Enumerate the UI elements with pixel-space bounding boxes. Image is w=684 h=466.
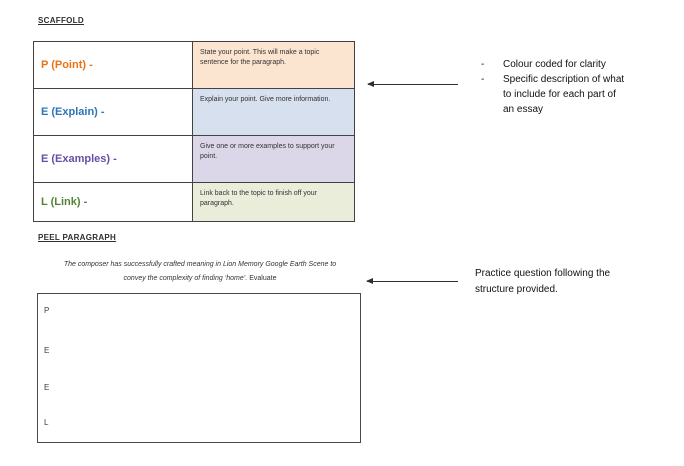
question-evaluate-word: Evaluate [249, 275, 277, 282]
dash-bullet: - [481, 59, 485, 70]
explain-label-cell: E (Explain) - [34, 89, 193, 135]
table-row-link: L (Link) - Link back to the topic to fin… [34, 183, 354, 221]
peel-answer-box: P E E L [37, 293, 361, 443]
explain-description-cell: Explain your point. Give more informatio… [193, 89, 354, 135]
arrowhead-icon [367, 81, 374, 87]
question-line-1: The composer has successfully crafted me… [63, 261, 337, 268]
annotation-text: Colour coded for clarity [503, 59, 606, 70]
link-label-cell: L (Link) - [34, 183, 193, 221]
box-letter-e2: E [44, 383, 50, 392]
question-line-2: convey the complexity of finding ‘home’. [123, 275, 248, 282]
table-row-examples: E (Examples) - Give one or more examples… [34, 136, 354, 183]
annotation-text: Specific description of what to include … [503, 74, 625, 115]
link-description-cell: Link back to the topic to finish off you… [193, 183, 354, 221]
box-letter-p: P [44, 306, 50, 315]
scaffold-table: P (Point) - State your point. This will … [33, 41, 355, 222]
peel-paragraph-heading: PEEL PARAGRAPH [38, 233, 117, 242]
examples-description-cell: Give one or more examples to support you… [193, 136, 354, 182]
arrowhead-icon [366, 278, 373, 284]
practice-question: The composer has successfully crafted me… [30, 258, 370, 286]
question-annotation: Practice question following the structur… [475, 268, 611, 295]
point-description-cell: State your point. This will make a topic… [193, 42, 354, 88]
table-row-point: P (Point) - State your point. This will … [34, 42, 354, 89]
dash-bullet: - [481, 74, 485, 85]
list-item: - Colour coded for clarity [481, 57, 625, 72]
examples-label-cell: E (Examples) - [34, 136, 193, 182]
left-arrow-icon [367, 81, 458, 87]
box-letter-l: L [44, 418, 49, 427]
table-row-explain: E (Explain) - Explain your point. Give m… [34, 89, 354, 136]
point-label-cell: P (Point) - [34, 42, 193, 88]
scaffold-annotation-list: - Colour coded for clarity - Specific de… [481, 57, 625, 117]
left-arrow-icon [366, 278, 458, 284]
box-letter-e1: E [44, 346, 50, 355]
scaffold-heading: SCAFFOLD [38, 16, 84, 25]
list-item: - Specific description of what to includ… [481, 72, 625, 117]
